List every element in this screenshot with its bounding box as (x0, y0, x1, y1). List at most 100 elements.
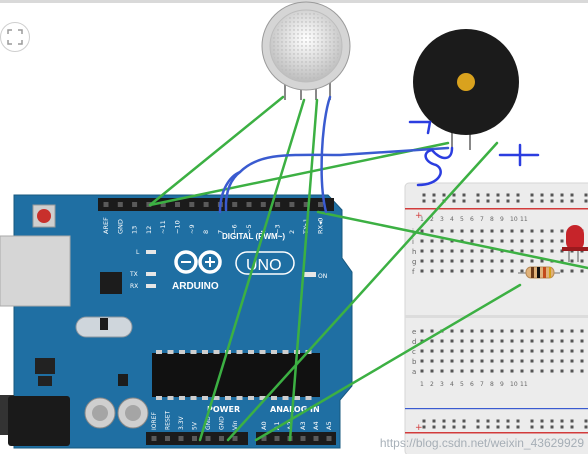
piezo-buzzer[interactable] (413, 29, 519, 150)
digital-pin-label: ~10 (174, 220, 182, 234)
analog-label: ANALOG IN (270, 405, 320, 414)
analog-pin-label: A1 (273, 421, 281, 430)
column-label: 2 (430, 216, 434, 223)
rail-red-line-bottom (405, 432, 588, 434)
digital-pin-label: ~6 (231, 224, 239, 234)
row-label: d (412, 338, 416, 346)
digital-pin-label: GND (116, 219, 124, 234)
l-led (146, 250, 156, 254)
digital-pin-label: ~9 (188, 224, 196, 234)
column-label: 11 (520, 381, 528, 388)
column-label: 3 (440, 381, 444, 388)
rx-label: RX (130, 283, 138, 290)
digital-header (98, 198, 334, 211)
usb-chip (100, 272, 122, 294)
analog-pin-label: A0 (260, 421, 268, 430)
column-label: 6 (470, 381, 474, 388)
digital-label: DIGITAL (PWM~) (222, 232, 285, 241)
power-pin-label: 5V (192, 421, 199, 430)
power-jack (8, 396, 70, 446)
usb-port (0, 235, 71, 307)
wires[interactable] (148, 95, 588, 442)
brand-label: ARDUINO (172, 281, 219, 292)
power-pin-label: RESET (165, 410, 172, 430)
digital-pin-label: ~3 (274, 224, 282, 234)
arduino-uno-board[interactable]: L TX RX ON ARDUINO UNO DIGITAL (PWM~) AR… (0, 194, 353, 449)
analog-header (256, 432, 336, 445)
row-label: g (412, 258, 416, 266)
power-pin-label: 3.3V (178, 415, 185, 430)
row-label: c (412, 348, 416, 356)
row-label: e (412, 328, 416, 336)
voltage-regulator (35, 358, 55, 374)
analog-pin-label: A5 (325, 421, 333, 430)
digital-header-holes (103, 202, 323, 207)
power-pin-label: GND (205, 416, 212, 430)
digital-pin-label: 13 (131, 226, 139, 234)
tx-label: TX (129, 271, 138, 278)
row-label: h (412, 248, 416, 256)
column-label: 6 (470, 216, 474, 223)
column-label: 4 (450, 216, 454, 223)
row-label: i (412, 238, 414, 246)
power-pin-label: Vin (232, 420, 239, 430)
fit-view-button[interactable] (0, 22, 30, 52)
microcontroller-chip (152, 353, 320, 397)
power-pin-label: IOREF (151, 412, 158, 430)
column-label: 3 (440, 216, 444, 223)
ink-mark-plus (498, 143, 540, 167)
analog-pin-label: A3 (299, 421, 307, 430)
power-pin-label: GND (219, 416, 226, 430)
rail-plus-label-bottom: + (415, 423, 423, 433)
rail-plus-label-top: + (415, 211, 423, 221)
column-label: 7 (480, 381, 484, 388)
column-label: 8 (490, 216, 494, 223)
column-label: 8 (490, 381, 494, 388)
digital-pin-label: RX◂0 (317, 218, 325, 234)
l-label: L (136, 249, 140, 256)
on-led (302, 272, 316, 277)
column-label: 1 (420, 216, 424, 223)
rail-red-line-top (405, 208, 588, 210)
ink-mark-minus (408, 120, 432, 135)
resistor[interactable] (518, 266, 560, 279)
column-label: 5 (460, 381, 464, 388)
column-label: 9 (500, 381, 504, 388)
rx-led (146, 284, 156, 288)
digital-pin-label: ~11 (159, 220, 167, 234)
column-label: 2 (430, 381, 434, 388)
on-label: ON (318, 273, 327, 280)
digital-pin-label: ~5 (245, 224, 253, 234)
digital-pin-label: 12 (145, 226, 153, 234)
digital-pin-label: 7 (216, 230, 224, 234)
watermark: https://blog.csdn.net/weixin_43629929 (379, 436, 584, 450)
row-label: f (412, 268, 415, 276)
row-label: a (412, 368, 416, 376)
rail-blue-line-bottom (405, 408, 588, 410)
model-badge (235, 251, 295, 275)
analog-pin-label: A4 (312, 421, 320, 430)
digital-pin-label: 2 (288, 230, 296, 234)
center-channel (405, 315, 588, 318)
digital-pin-label: AREF (102, 217, 110, 234)
column-label: 11 (520, 216, 528, 223)
tx-led (146, 272, 156, 276)
column-label: 9 (500, 216, 504, 223)
column-label: 5 (460, 216, 464, 223)
reset-button[interactable] (37, 209, 51, 223)
gas-sensor[interactable] (261, 1, 351, 100)
column-label: 10 (510, 381, 518, 388)
power-label: POWER (207, 405, 240, 414)
fit-view-icon (7, 29, 23, 45)
top-edge-bar (0, 0, 588, 3)
column-label: 4 (450, 381, 454, 388)
column-label: 1 (420, 381, 424, 388)
digital-pin-label: 8 (202, 230, 210, 234)
arduino-logo-icon (174, 250, 222, 274)
red-led[interactable] (562, 225, 588, 262)
column-label: 10 (510, 216, 518, 223)
row-label: b (412, 358, 417, 366)
